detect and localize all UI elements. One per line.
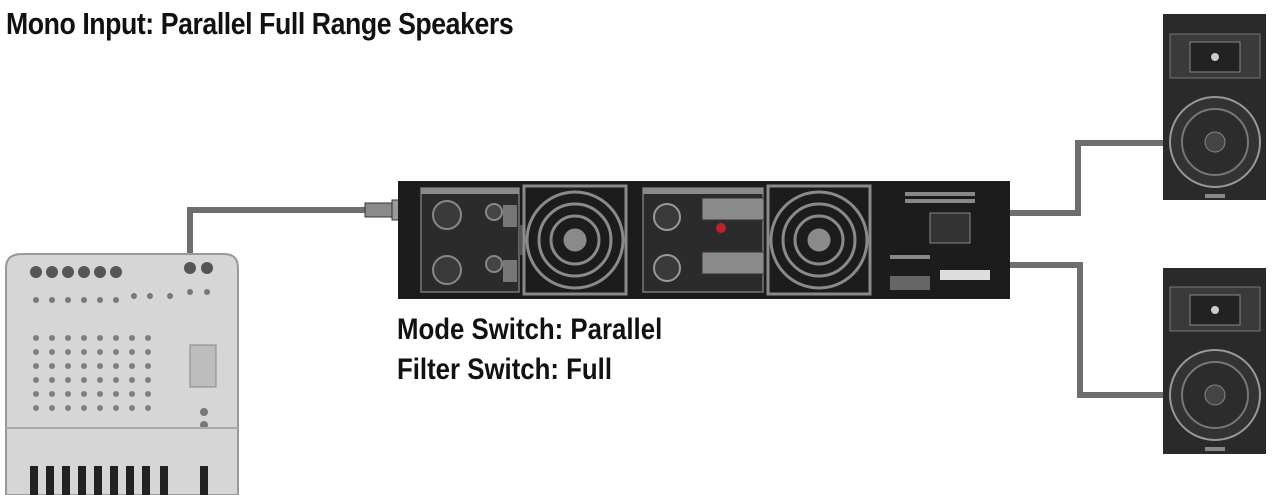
fan-icon (522, 184, 628, 296)
fan-icon (766, 184, 872, 296)
mixer-to-amp-cable (187, 207, 365, 258)
mixer-icon (5, 253, 239, 495)
amplifier-rear-panel-icon (398, 181, 1010, 299)
filter-switch-label: Filter Switch: Full (397, 353, 613, 386)
mode-switch-label: Mode Switch: Parallel (397, 313, 663, 346)
speaker-cabinet-icon (1163, 268, 1266, 454)
switch-settings-caption: Mode Switch: Parallel Filter Switch: Ful… (397, 310, 662, 390)
diagram-title: Mono Input: Parallel Full Range Speakers (6, 6, 514, 41)
speaker-cabinet-icon (1163, 14, 1266, 200)
speakon-plug-icon (701, 197, 765, 275)
